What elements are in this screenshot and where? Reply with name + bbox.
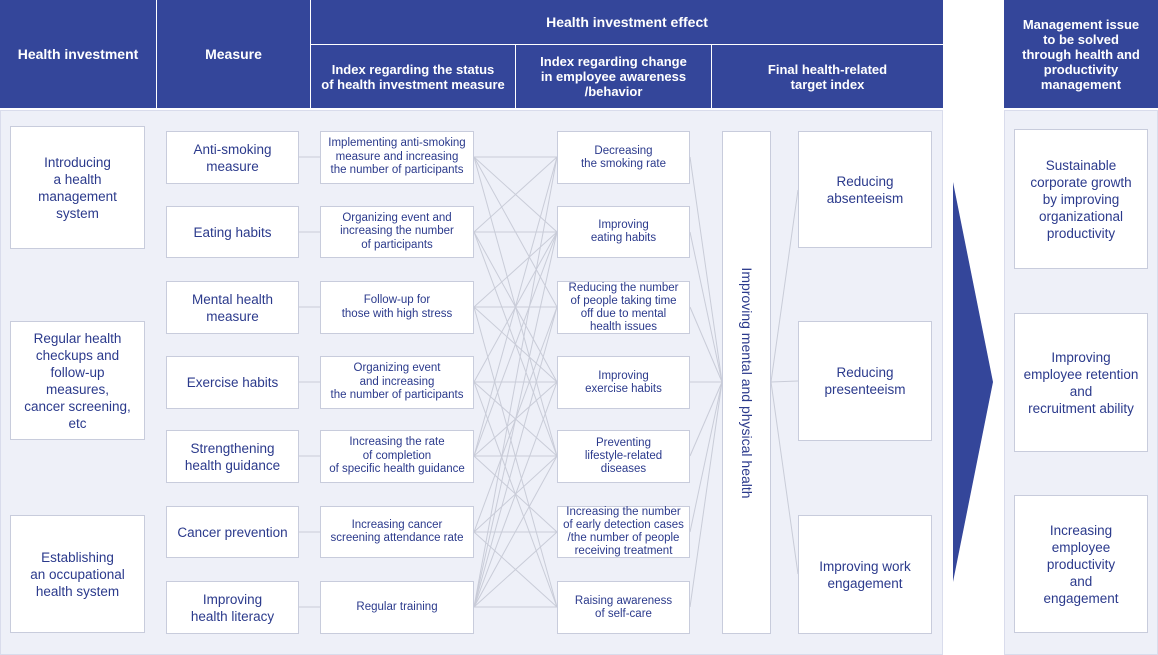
change-box-1: Decreasing the smoking rate	[557, 131, 690, 184]
status-box-2: Organizing event and increasing the numb…	[320, 206, 474, 258]
status-box-1: Implementing anti-smoking measure and in…	[320, 131, 474, 184]
measure-box-3: Mental health measure	[166, 281, 299, 334]
connector-line	[689, 381, 723, 608]
header-status-index: Index regarding the status of health inv…	[311, 45, 515, 108]
connector-line	[689, 156, 723, 383]
status-box-4: Organizing event and increasing the numb…	[320, 356, 474, 409]
connector-line	[473, 231, 558, 608]
header-measure: Measure	[157, 0, 310, 108]
investment-box-1: Introducing a health management system	[10, 126, 145, 249]
header-health-investment: Health investment	[0, 0, 156, 108]
connector-line	[473, 306, 558, 608]
change-box-4: Improving exercise habits	[557, 356, 690, 409]
issue-box-3: Increasing employee productivity and eng…	[1014, 495, 1148, 633]
connector-line	[689, 231, 723, 383]
issue-box-1: Sustainable corporate growth by improvin…	[1014, 129, 1148, 269]
connector-line	[473, 156, 558, 233]
connector-line	[473, 231, 558, 457]
header-final-index: Final health-related target index	[712, 45, 943, 108]
investment-box-3: Establishing an occupational health syst…	[10, 515, 145, 633]
connector-line	[473, 156, 558, 608]
connector-line	[473, 381, 558, 608]
measure-box-6: Cancer prevention	[166, 506, 299, 558]
status-box-3: Follow-up for those with high stress	[320, 281, 474, 334]
connector-line	[473, 531, 558, 608]
connector-line	[689, 381, 723, 533]
status-box-5: Increasing the rate of completion of spe…	[320, 430, 474, 483]
target-box-3: Improving work engagement	[798, 515, 932, 634]
connector-line	[473, 156, 558, 457]
target-box-2: Reducing presenteeism	[798, 321, 932, 441]
connector-line	[473, 455, 558, 608]
status-box-6: Increasing cancer screening attendance r…	[320, 506, 474, 558]
change-box-2: Improving eating habits	[557, 206, 690, 258]
issue-box-2: Improving employee retention and recruit…	[1014, 313, 1148, 452]
measure-box-7: Improving health literacy	[166, 581, 299, 634]
header-management-issue: Management issue to be solved through he…	[1004, 0, 1158, 108]
measure-box-5: Strengthening health guidance	[166, 430, 299, 483]
central-health-label: Improving mental and physical health	[738, 266, 755, 499]
change-box-6: Increasing the number of early detection…	[557, 506, 690, 558]
change-box-7: Raising awareness of self-care	[557, 581, 690, 634]
change-box-5: Preventing lifestyle-related diseases	[557, 430, 690, 483]
connector-line	[689, 306, 723, 383]
connector-line	[770, 381, 799, 575]
status-box-7: Regular training	[320, 581, 474, 634]
target-box-1: Reducing absenteeism	[798, 131, 932, 248]
header-change-index: Index regarding change in employee aware…	[516, 45, 711, 108]
header-effect: Health investment effect	[311, 0, 943, 44]
change-box-3: Reducing the number of people taking tim…	[557, 281, 690, 334]
measure-box-4: Exercise habits	[166, 356, 299, 409]
central-health-box: Improving mental and physical health	[722, 131, 771, 634]
connector-line	[473, 231, 558, 308]
investment-box-2: Regular health checkups and follow-up me…	[10, 321, 145, 440]
measure-box-2: Eating habits	[166, 206, 299, 258]
big-arrow-icon	[953, 182, 993, 582]
measure-box-1: Anti-smoking measure	[166, 131, 299, 184]
connector-line	[770, 189, 799, 383]
connector-line	[689, 381, 723, 457]
connector-line	[770, 380, 799, 383]
